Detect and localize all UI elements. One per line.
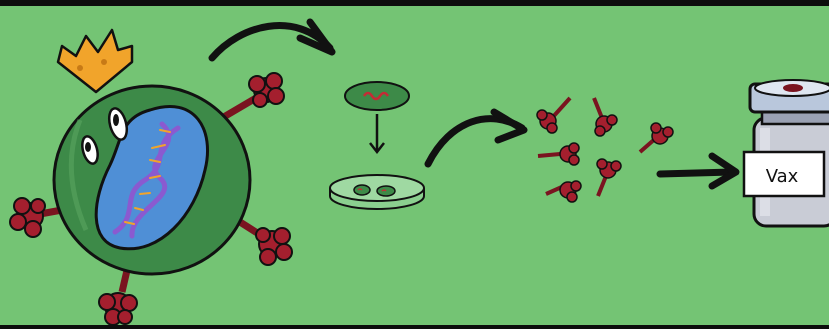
petri-dish-icon <box>330 175 424 209</box>
vial-label: Vax <box>766 166 799 187</box>
top-border <box>0 0 829 6</box>
vaccine-vial-icon: Vax <box>744 80 829 226</box>
cell-icon <box>345 82 409 110</box>
